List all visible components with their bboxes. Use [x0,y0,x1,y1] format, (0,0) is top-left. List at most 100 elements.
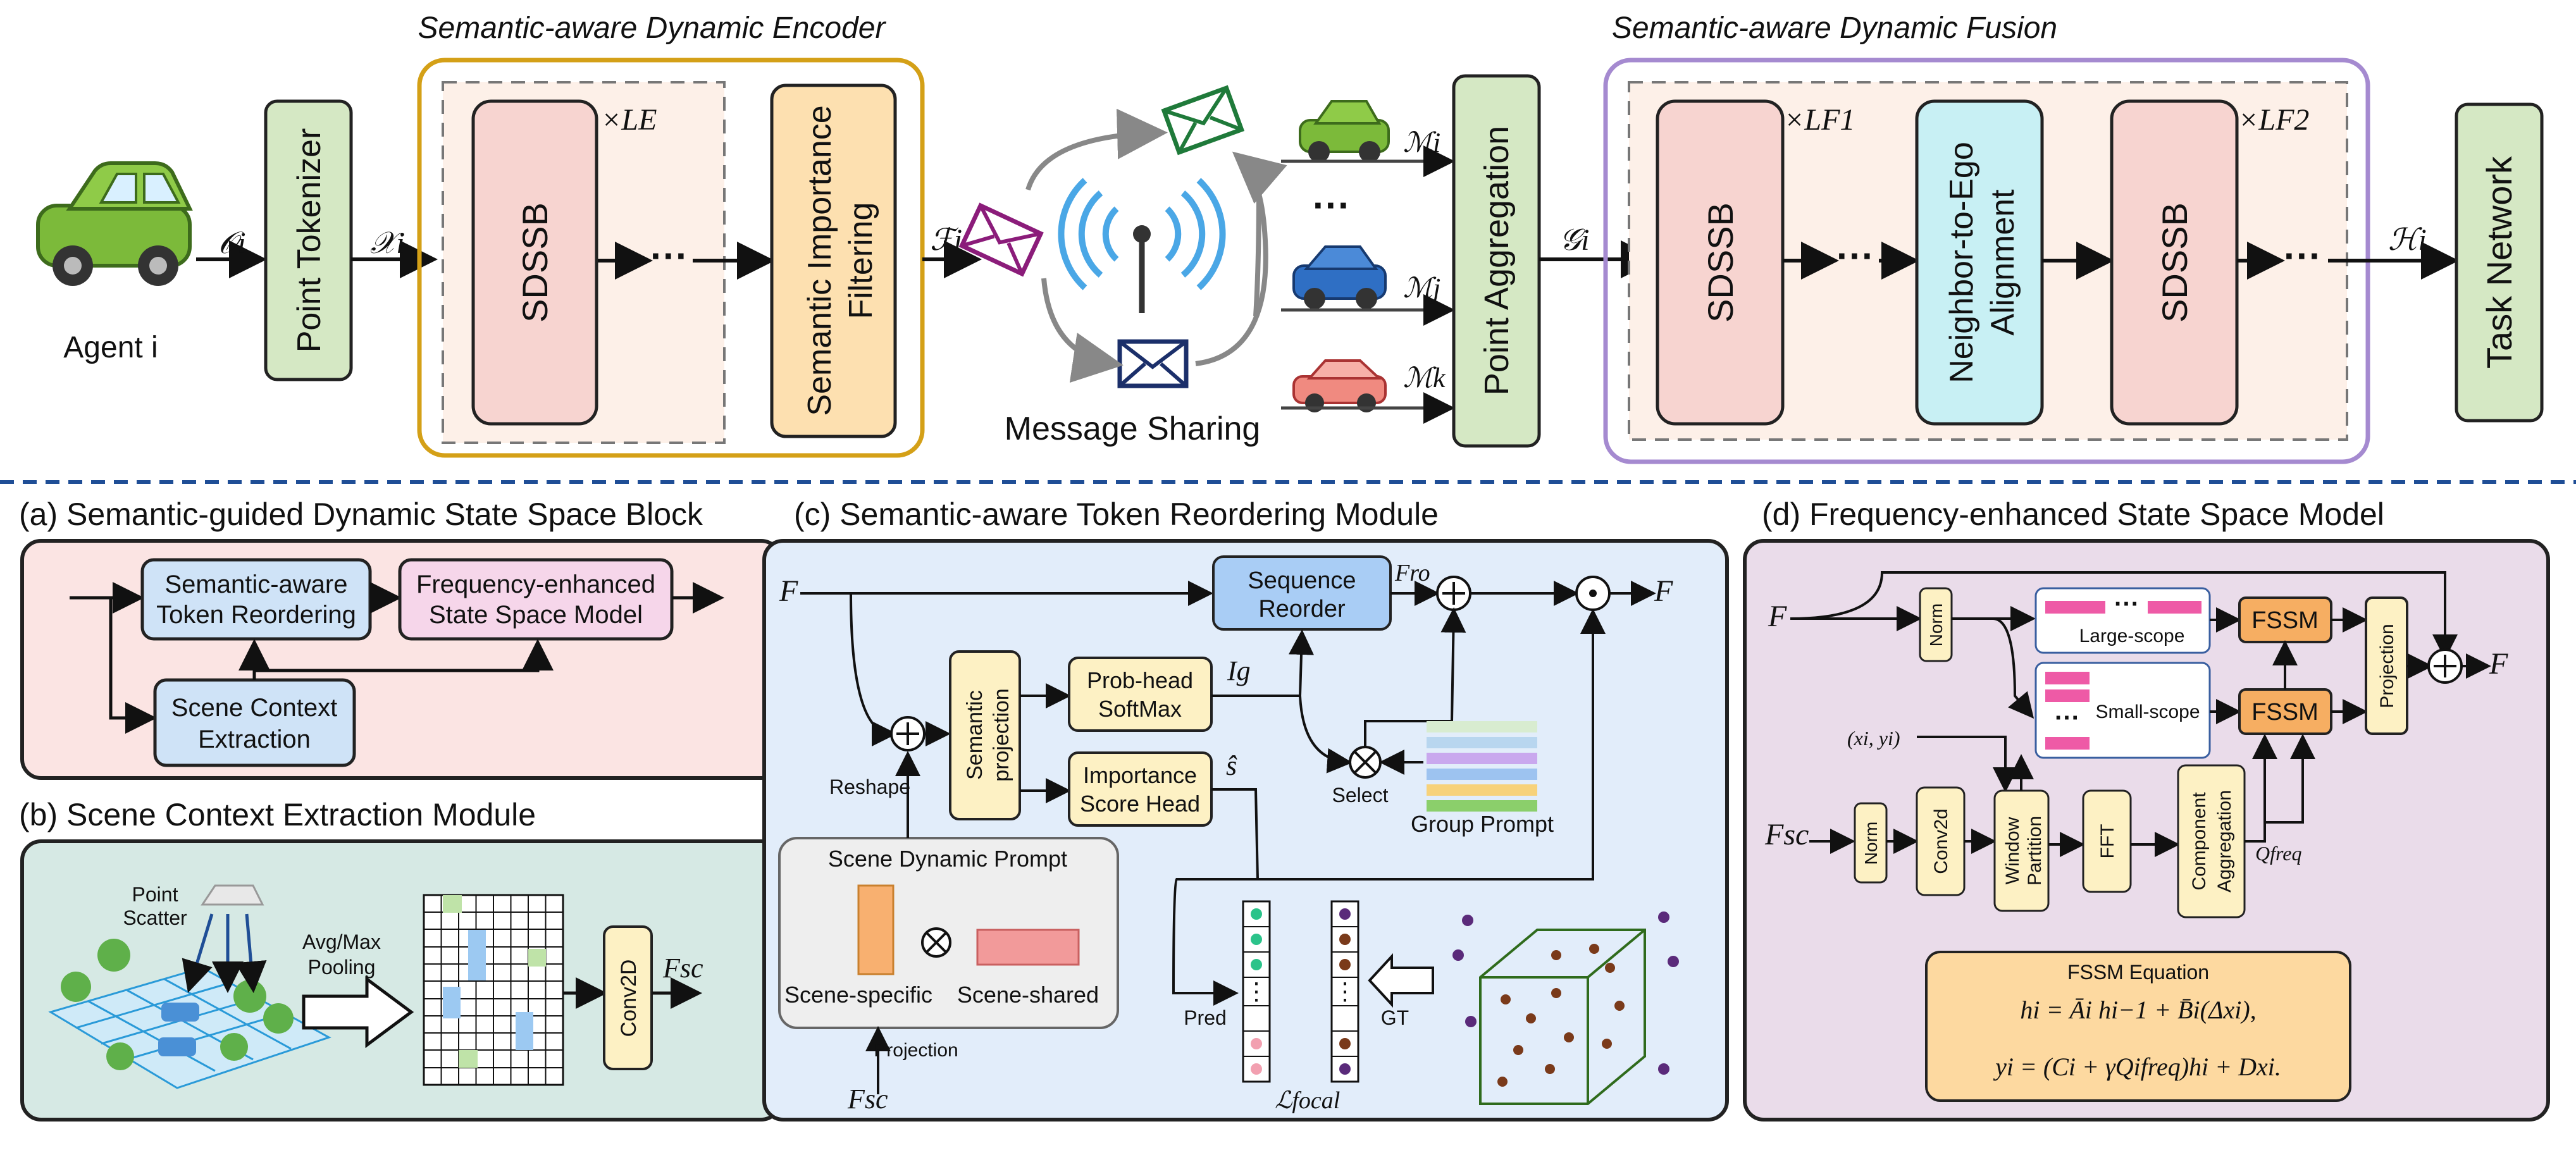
fusion-sddsb-1-label: SDSSB [1700,202,1740,323]
small-scope-tokens [2045,672,2090,750]
add-node-d-icon [2427,648,2463,684]
sym-H: ℋi [2388,223,2427,257]
sym-Mk: ℳk [1403,362,1446,393]
neighbor-car-green-icon [1299,100,1390,163]
str-label-2: Token Reordering [156,601,356,629]
fft-box [2082,789,2132,893]
panel-c-title: (c) Semantic-aware Token Reordering Modu… [794,497,1439,532]
fssm-bottom-label: FSSM [2251,699,2319,726]
encoder-title: Semantic-aware Dynamic Encoder [418,11,887,45]
panel-b-title: (b) Scene Context Extraction Module [19,797,536,832]
importance-label-2: Score Head [1080,791,1200,817]
sym-F: ℱi [930,223,962,257]
conv2d-d-label: Conv2d [1931,808,1952,874]
eq-title: FSSM Equation [2067,961,2209,984]
point-tokenizer-label: Point Tokenizer [291,128,328,353]
envelope-left-icon [958,202,1044,277]
bev-grid [423,894,564,1086]
eq-line-1: hi = Āi hi−1 + B̄i(Δxi), [2020,996,2256,1024]
pred-vdots: ⋮ [1244,979,1268,1005]
sym-Fsc-c: Fsc [847,1084,888,1115]
scene-shared-label: Scene-shared [957,982,1099,1008]
scene-shared-bar [976,929,1080,966]
norm-bottom-box [1854,802,1888,884]
small-scope-label: Small-scope [2095,701,2200,722]
task-network-box [2455,102,2544,423]
gt-label: GT [1381,1006,1409,1029]
n2e-label-1: Neighbor-to-Ego [1943,142,1980,383]
sym-G: 𝒢i [1559,223,1590,257]
conv2d-label: Conv2D [617,960,641,1037]
fusion-dots-1: ··· [1836,235,1874,277]
panel-b: (b) Scene Context Extraction Module Poin… [19,797,782,1121]
pred-column [1242,900,1271,1083]
signal-tower-icon [1058,178,1226,313]
otimes-sdp-icon [921,927,951,958]
sym-xy: (xi, yi) [1847,727,1900,750]
sym-F-out-c: F [1654,574,1673,608]
fusion-sddsb-2-label: SDSSB [2155,202,2195,323]
projection-d-label: Projection [2377,624,2398,708]
large-scope-label: Large-scope [2079,626,2185,646]
pool-label-1: Avg/Max [302,930,381,953]
neighbor-car-blue-icon [1292,245,1387,309]
semantic-filter-label-2: Filtering [843,202,879,319]
pooling-arrow-icon [302,976,414,1048]
sym-Fsc-d: Fsc [1764,818,1809,851]
agent-label: Agent i [63,331,158,364]
sce-label-1: Scene Context [171,694,337,722]
panel-d: (d) Frequency-enhanced State Space Model… [1743,497,2550,1121]
gt-column [1330,900,1359,1083]
pred-label: Pred [1184,1006,1227,1029]
sdp-title: Scene Dynamic Prompt [828,846,1067,872]
envelope-bottom-icon [1117,339,1189,388]
times-LE: ×LE [601,103,657,137]
encoder-dots: ··· [650,235,688,277]
sym-Ig: Ig [1227,655,1251,686]
sym-Fro: Fro [1394,560,1430,586]
group-prompt-label: Group Prompt [1411,811,1554,837]
times-LF2: ×LF2 [2238,103,2309,137]
norm-bottom-label: Norm [1861,822,1881,865]
wp-label-2: Partition [2024,816,2045,886]
message-sharing-label: Message Sharing [1005,411,1261,447]
fssm-eq-box [1925,951,2351,1102]
ca-label-1: Component [2189,792,2210,891]
sce-label-2: Extraction [198,726,311,753]
fft-label: FFT [2097,824,2118,859]
mult-node-c-icon [1575,576,1611,611]
encoder-sddsb-label: SDSSB [515,202,555,323]
semantic-filter-label-1: Semantic Importance [802,105,838,416]
panel-a-title: (a) Semantic-guided Dynamic State Space … [19,497,703,532]
panel-c: (c) Semantic-aware Token Reordering Modu… [762,497,1729,1121]
sym-X: 𝒳i [370,226,405,260]
sem-proj-label-1: Semantic [963,690,987,780]
large-scope-dots: ··· [2114,590,2139,618]
probhead-label-1: Prob-head [1087,667,1193,693]
sym-O: 𝒪i [218,226,246,260]
gt-arrow-icon [1368,953,1434,1008]
wp-label-1: Window [2002,817,2023,884]
point-cloud-box-icon [1452,911,1679,1105]
sym-Q: Qfreq [2255,842,2301,865]
times-LF1: ×LF1 [1784,103,1855,137]
probhead-box [1068,657,1213,732]
scatter-grid-icon [48,884,331,1089]
fe-label-2: State Space Model [429,601,643,629]
small-scope-dots: ··· [2055,704,2080,732]
sym-F-c: F [779,574,798,608]
pool-label-2: Pooling [308,956,376,979]
select-node-icon [1349,746,1382,779]
add-node-reshape-icon [890,716,926,751]
sym-Mi: ℳi [1403,127,1440,158]
reshape-label: Reshape [829,775,910,798]
fusion-title: Semantic-aware Dynamic Fusion [1612,11,2057,45]
importance-label-1: Importance [1083,762,1197,788]
panel-d-title: (d) Frequency-enhanced State Space Model [1762,497,2384,532]
task-network-label: Task Network [2479,156,2519,369]
eq-line-2: yi = (Ci + γQifreq)hi + Dxi. [1993,1053,2281,1081]
scene-specific-label: Scene-specific [784,982,932,1008]
scene-specific-bar [857,884,895,975]
point-scatter-label-1: Point [132,883,178,906]
